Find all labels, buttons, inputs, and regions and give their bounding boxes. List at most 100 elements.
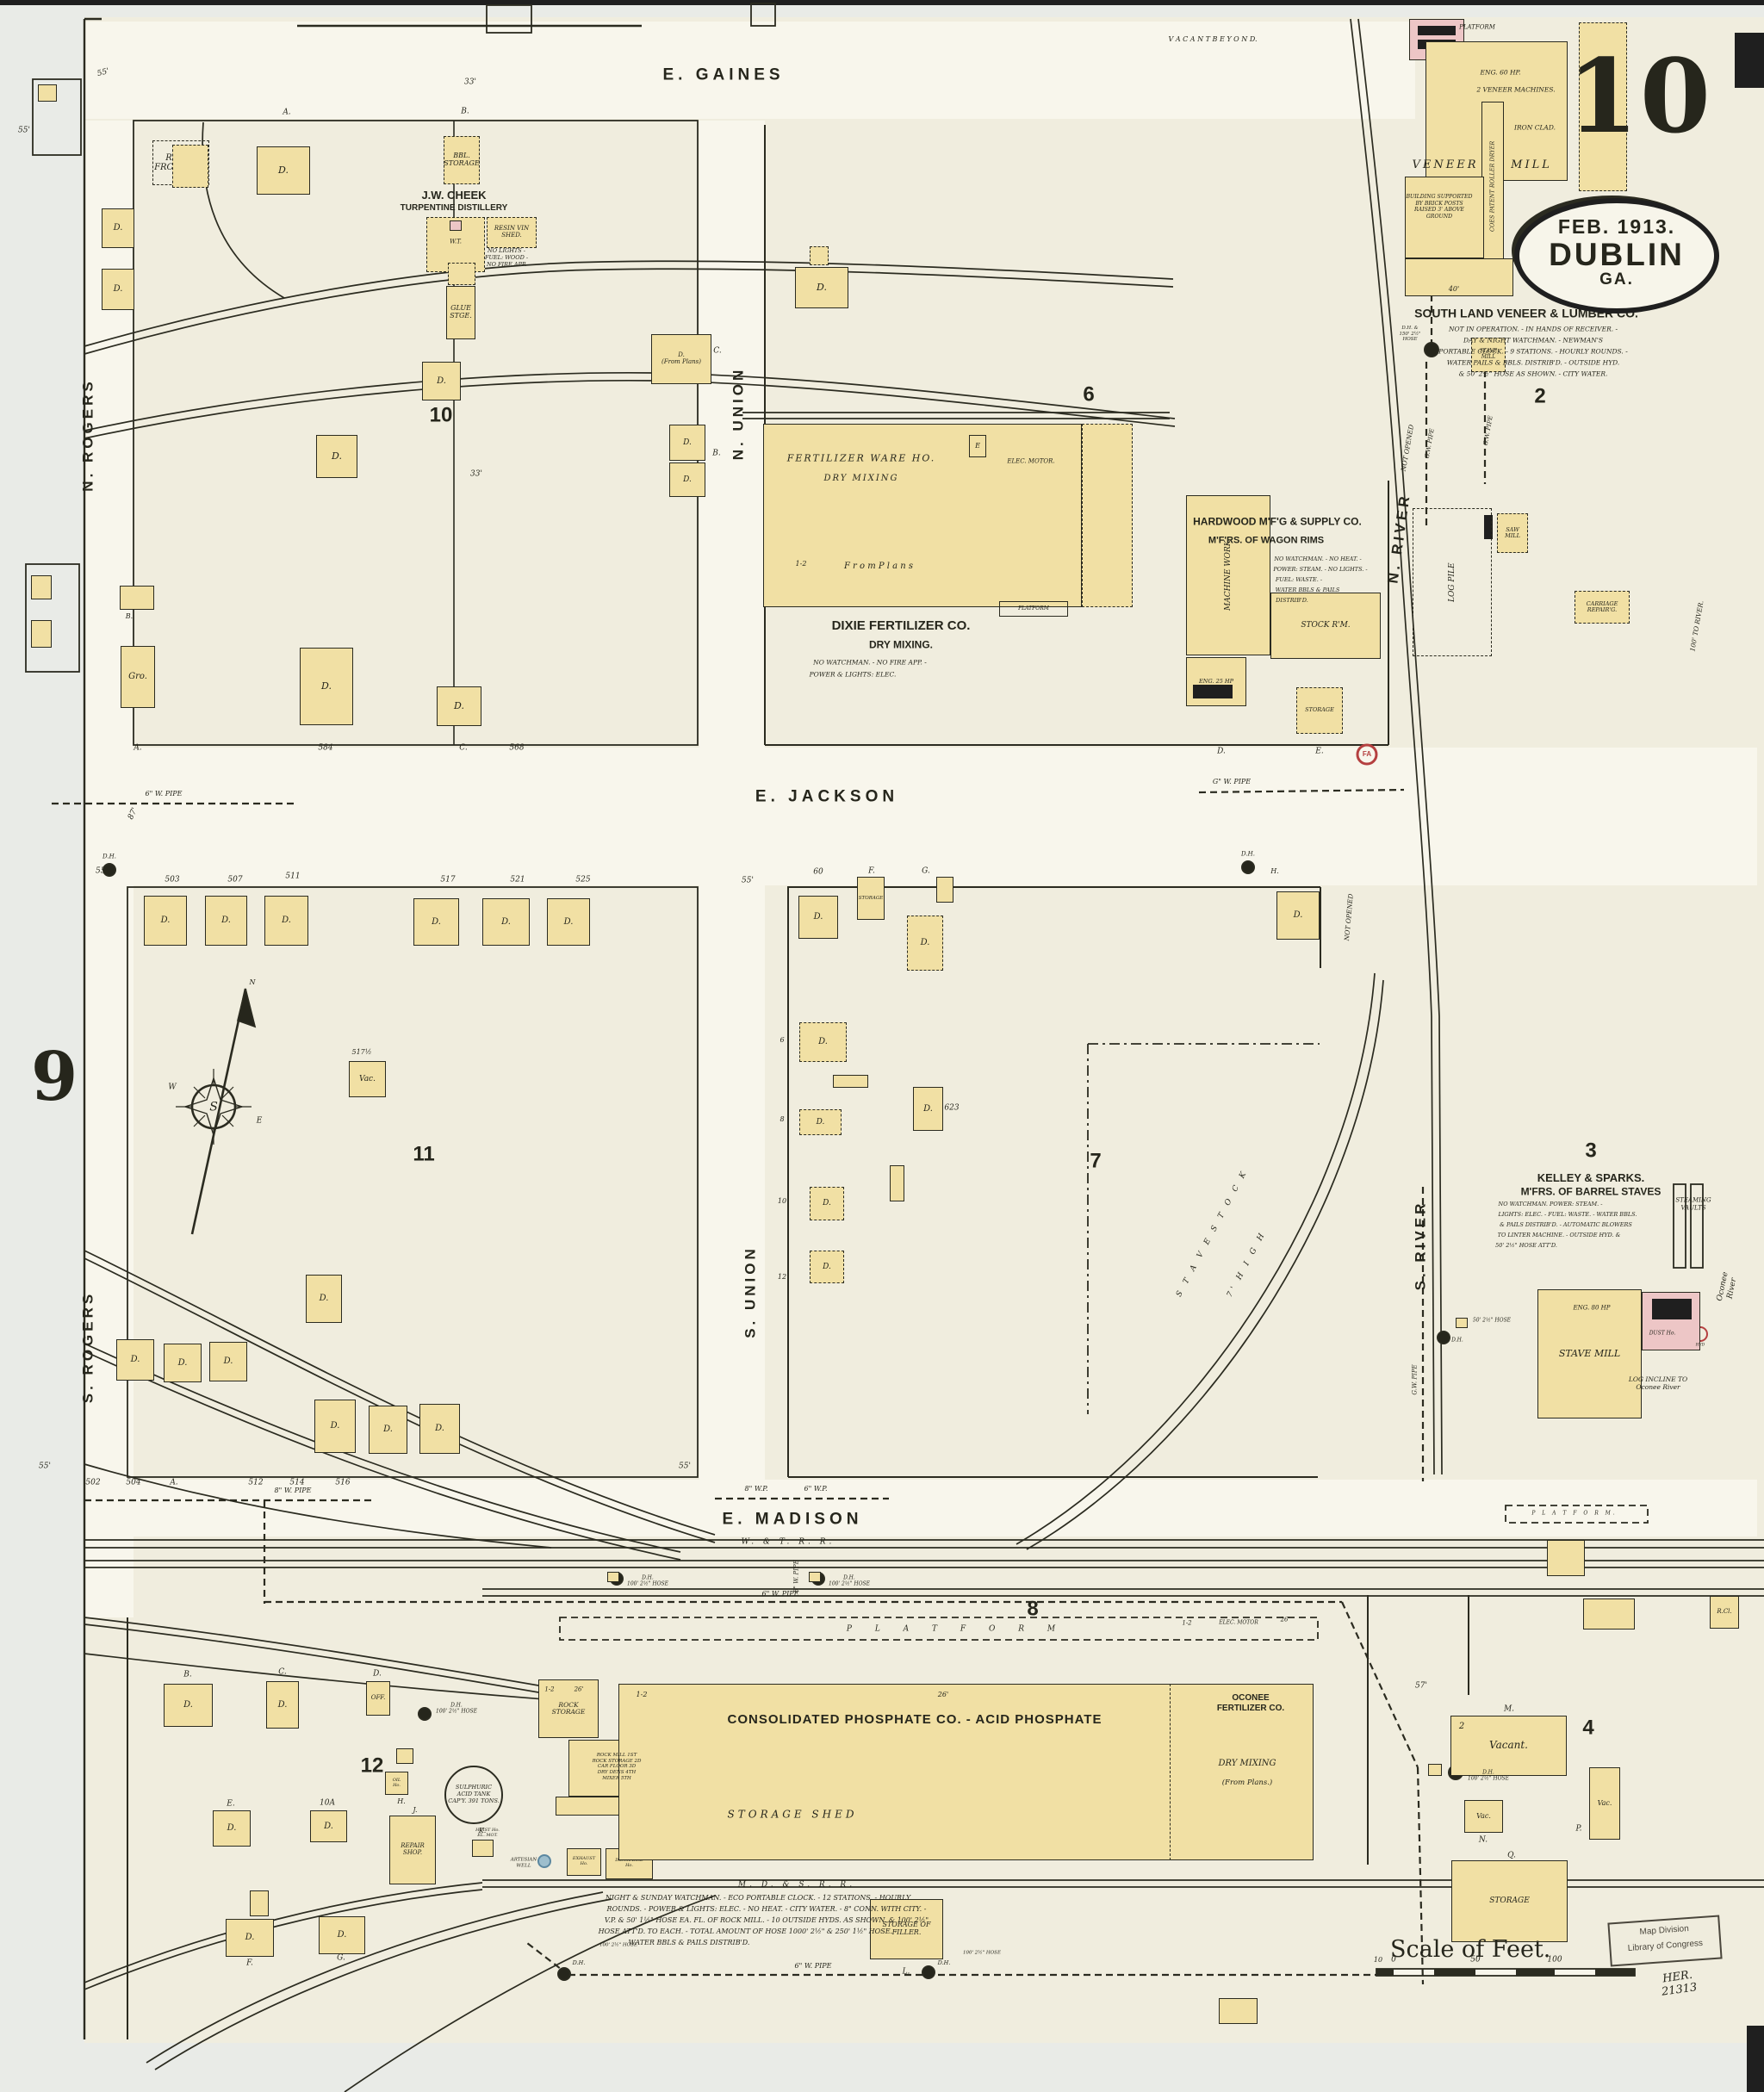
map-label: ROUNDS. - POWER & LIGHTS: ELEC. - NO HEA… <box>606 1905 927 1914</box>
map-label: ELEC. MOTOR <box>1219 1619 1258 1626</box>
page-edge <box>0 0 1764 5</box>
map-label: D.H. 100' 2½" HOSE <box>1468 1769 1509 1782</box>
map-label: 100' 2½" HOSE <box>963 1950 1001 1956</box>
map-label: 512 <box>248 1478 264 1487</box>
map-label: D. <box>373 1669 382 1679</box>
map-label: NO WATCHMAN. - NO HEAT. - <box>1274 556 1362 563</box>
building: D. <box>144 896 187 946</box>
map-label: 6" W. PIPE <box>761 1590 799 1598</box>
map-label: 10A <box>320 1798 335 1808</box>
compass-monogram: S <box>209 1100 218 1114</box>
map-label: 57' <box>1415 1681 1427 1691</box>
street-s-rogers: S. ROGERS <box>79 1290 96 1404</box>
map-label: 55' <box>96 866 108 876</box>
railroad-m-d-and-s: M. D. & S. R. R. <box>737 1880 856 1890</box>
building: D. <box>257 146 310 195</box>
building: D. <box>907 916 943 971</box>
building: D. <box>419 1404 460 1454</box>
map-label: D.H. 100' 2½" HOSE <box>829 1574 870 1587</box>
map-label: ROCK MILL 1ST ROCK STORAGE 2D CAR FLOOR … <box>592 1753 642 1782</box>
stave-mill: STAVE MILL <box>1537 1289 1642 1418</box>
map-label: 6" W. PIPE <box>145 790 183 798</box>
building <box>936 877 953 903</box>
map-label: 517 <box>440 875 456 885</box>
building: D. <box>482 898 530 946</box>
rock-storage: ROCK STORAGE <box>538 1679 599 1738</box>
block-4: 4 <box>1582 1716 1594 1740</box>
building <box>1219 1998 1258 2024</box>
map-label: 6 <box>780 1036 785 1045</box>
scale-tick: 50 <box>1470 1955 1481 1965</box>
map-label: 10 <box>777 1197 787 1206</box>
map-label: 507 <box>227 875 243 885</box>
storage-building: STORAGE <box>1451 1860 1568 1942</box>
map-label: D.H. <box>1241 850 1255 858</box>
map-label: ELEC. MOTOR. <box>1007 457 1055 465</box>
building: D. <box>306 1275 342 1323</box>
title-oval: FEB. 1913. DUBLIN GA. <box>1514 198 1719 313</box>
building: D. <box>164 1684 213 1727</box>
vacant-beyond: V A C A N T B E Y O N D. <box>1168 35 1258 44</box>
block-6: 6 <box>1083 382 1095 407</box>
map-label: DRY MIXING. <box>868 638 934 651</box>
building: E <box>969 435 986 457</box>
map-label: ENG. 80 HP <box>1573 1304 1611 1312</box>
street-s-river: S. RIVER <box>1412 1200 1429 1291</box>
map-label: PORTABLE CLOCK. - 9 STATIONS. - HOURLY R… <box>1438 347 1628 356</box>
map-label: 584 <box>318 743 333 753</box>
map-label: W <box>168 1083 177 1092</box>
map-label: NO WATCHMAN. POWER: STEAM. - <box>1498 1201 1603 1208</box>
building <box>38 84 57 102</box>
oconee-title: OCONEE FERTILIZER CO. <box>1216 1692 1285 1713</box>
map-label: D.H. 100' 2½" HOSE <box>436 1702 477 1715</box>
building <box>450 220 462 231</box>
building: D. <box>226 1919 274 1957</box>
carriage-repairing: CARRIAGE REPAIR'G. <box>1575 591 1630 624</box>
map-label: BUILDING SUPPORTED BY BRICK POSTS RAISED… <box>1406 193 1473 220</box>
map-label: 1-2 <box>544 1685 555 1693</box>
jw-cheek-title: J.W. CHEEK <box>421 189 487 202</box>
building: D. <box>913 1087 943 1131</box>
map-label: C. <box>713 346 722 356</box>
map-label: K. <box>478 1827 487 1835</box>
building <box>1170 1684 1314 1860</box>
map-label: M'F'RS. OF WAGON RIMS <box>1208 535 1325 546</box>
scale-title: Scale of Feet. <box>1390 1936 1551 1963</box>
building: D. <box>369 1406 407 1454</box>
storage: STORAGE <box>857 877 885 920</box>
repair-shop: REPAIR SHOP. <box>389 1816 436 1884</box>
map-label: C. <box>278 1667 287 1677</box>
building: D. <box>205 896 247 946</box>
map-label: F. <box>246 1959 253 1968</box>
water-tank: W.T. <box>449 238 463 245</box>
building <box>250 1890 269 1916</box>
map-label: DAY & NIGHT WATCHMAN. - NEWMAN'S <box>1463 336 1604 345</box>
map-label: 55' <box>39 1462 51 1471</box>
map-label: 8" W. PIPE <box>274 1487 312 1495</box>
map-label: 26' <box>574 1685 584 1693</box>
street <box>84 1480 1757 1536</box>
building: D. <box>1276 891 1320 940</box>
map-label: 40' <box>1448 285 1460 294</box>
map-label: 8" W. PIPE <box>792 1560 800 1592</box>
map-label: M'FRS. OF BARREL STAVES <box>1520 1185 1662 1198</box>
building: D. <box>547 898 590 946</box>
map-label: 8" W.P. <box>744 1485 768 1493</box>
map-label: P. <box>1575 1824 1582 1834</box>
block-10: 10 <box>429 403 453 427</box>
map-label: A. <box>283 108 291 117</box>
map-label: PLATFORM <box>1459 23 1495 31</box>
map-date: FEB. 1913. <box>1557 215 1676 238</box>
building <box>810 246 829 265</box>
street <box>84 748 1757 885</box>
map-label: 1-2 <box>636 1691 648 1699</box>
map-label: WATER BBLS & PAILS DISTRIB'D. <box>628 1939 750 1947</box>
map-label: G. <box>337 1953 345 1963</box>
building: D. <box>316 435 357 478</box>
building: D. <box>264 896 308 946</box>
building <box>1428 1764 1442 1776</box>
map-label: V.P. & 50' 1½" HOSE EA. FL. OF ROCK MILL… <box>604 1916 929 1925</box>
map-label: B. <box>712 449 721 458</box>
map-label: DRY MIXING <box>1218 1758 1276 1768</box>
